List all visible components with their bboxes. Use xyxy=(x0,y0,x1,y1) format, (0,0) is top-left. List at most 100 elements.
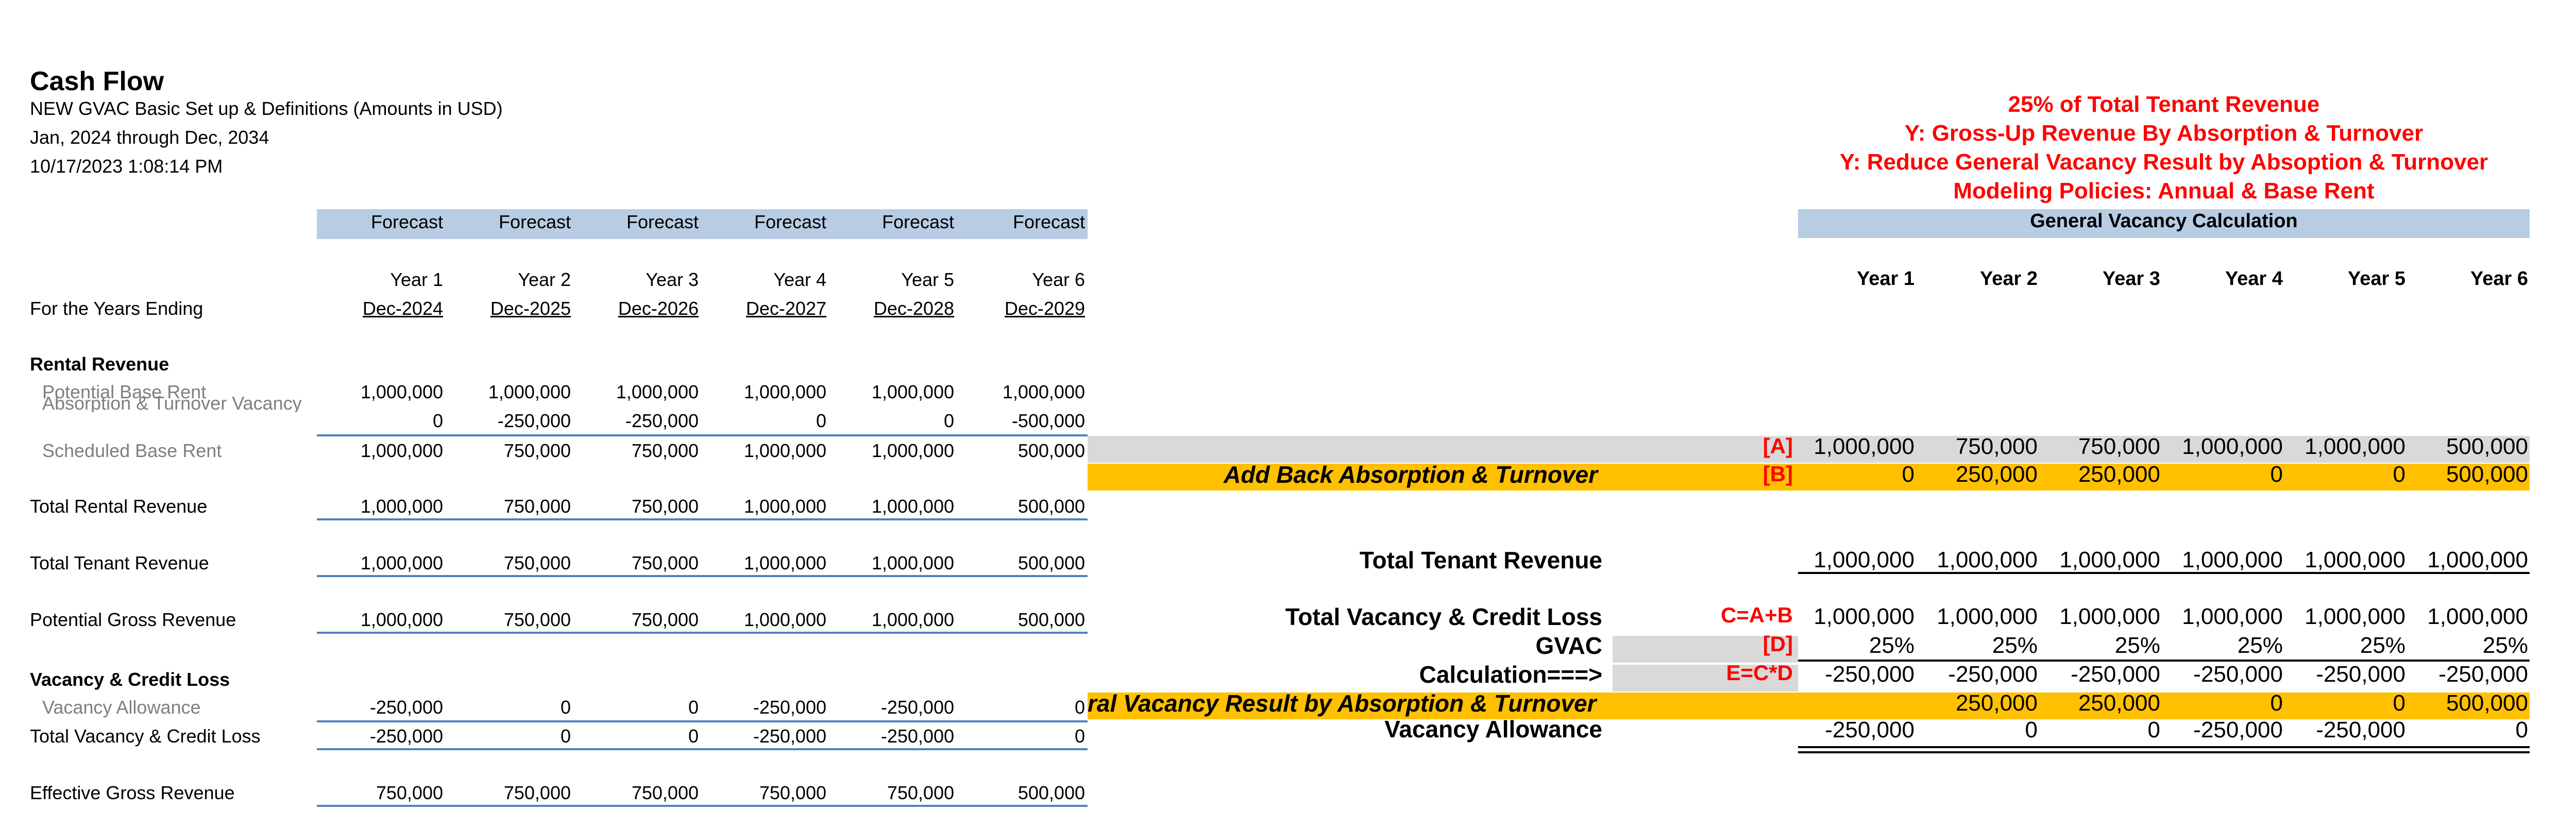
row-g-value: -250,000 xyxy=(1825,717,1914,742)
rental-revenue-heading: Rental Revenue xyxy=(30,353,170,375)
row-b-value: 250,000 xyxy=(1955,462,2038,487)
row-g-value: 0 xyxy=(2515,717,2528,742)
egr-value: 750,000 xyxy=(887,782,954,803)
gv-year-header: Year 6 xyxy=(2470,268,2528,290)
row-a-value: 500,000 xyxy=(2446,434,2528,459)
code-d: [D] xyxy=(1762,632,1793,656)
total-tenant-revenue-value: 750,000 xyxy=(631,552,699,573)
gv-year-header: Year 3 xyxy=(2103,268,2160,290)
gv-year-header: Year 5 xyxy=(2348,268,2405,290)
gv-year-header: Year 1 xyxy=(1857,268,1914,290)
gv-ttr-value: 1,000,000 xyxy=(1814,547,1914,572)
report-subtitle: NEW GVAC Basic Set up & Definitions (Amo… xyxy=(30,98,503,119)
divider-line xyxy=(317,632,1088,634)
gv-ttr-label: Total Tenant Revenue xyxy=(1359,547,1602,573)
row-g-value: 0 xyxy=(2025,717,2038,742)
gv-ttr-value: 1,000,000 xyxy=(2427,547,2528,572)
divider-line xyxy=(317,805,1088,807)
row-d-value: 25% xyxy=(2237,633,2283,658)
total-tenant-revenue-label: Total Tenant Revenue xyxy=(30,552,209,573)
absorption-turnover-value: 0 xyxy=(816,410,826,431)
total-rental-revenue-label: Total Rental Revenue xyxy=(30,496,208,517)
row-b-value: 500,000 xyxy=(2446,462,2528,487)
total-vacancy-label: Total Vacancy & Credit Loss xyxy=(30,725,261,747)
potential-gross-revenue-label: Potential Gross Revenue xyxy=(30,609,236,630)
row-c-value: 1,000,000 xyxy=(2304,604,2405,629)
vacancy-allowance-label: Vacancy Allowance xyxy=(42,697,201,718)
row-a-band xyxy=(1088,436,2530,463)
gv-tvcl-label: Total Vacancy & Credit Loss xyxy=(1285,603,1602,630)
total-vacancy-value: -250,000 xyxy=(880,725,954,747)
gv-year-header: Year 2 xyxy=(1980,268,2038,290)
double-underline-bottom xyxy=(1798,751,2530,753)
row-d-value: 25% xyxy=(1992,633,2038,658)
scheduled-base-rent-value: 750,000 xyxy=(631,440,699,461)
divider-line xyxy=(317,748,1088,750)
report-period: Jan, 2024 through Dec, 2034 xyxy=(30,127,269,148)
scheduled-base-rent-value: 750,000 xyxy=(503,440,571,461)
scheduled-base-rent-value: 500,000 xyxy=(1018,440,1085,461)
add-back-label: Add Back Absorption & Turnover xyxy=(1224,461,1598,488)
forecast-band xyxy=(317,209,1088,239)
vacancy-allowance-value: 0 xyxy=(1074,697,1085,718)
row-c-value: 1,000,000 xyxy=(2427,604,2528,629)
code-e: E=C*D xyxy=(1726,661,1793,685)
gv-ttr-value: 1,000,000 xyxy=(2304,547,2405,572)
forecast-header: Forecast xyxy=(1012,211,1085,232)
absorption-turnover-value: 0 xyxy=(432,410,443,431)
absorption-turnover-value: -500,000 xyxy=(1011,410,1085,431)
total-tenant-revenue-value: 1,000,000 xyxy=(871,552,954,573)
gv-year-header: Year 4 xyxy=(2225,268,2283,290)
potential-base-rent-value: 1,000,000 xyxy=(360,381,443,402)
row-d-value: 25% xyxy=(1869,633,1914,658)
row-c-value: 1,000,000 xyxy=(2182,604,2283,629)
row-f-value: 0 xyxy=(2393,690,2405,716)
row-e-value: -250,000 xyxy=(2071,662,2160,687)
total-vacancy-value: 0 xyxy=(688,725,699,747)
potential-gross-revenue-value: 750,000 xyxy=(503,609,571,630)
vacancy-allowance-value: -250,000 xyxy=(753,697,826,718)
gv-ttr-value: 1,000,000 xyxy=(2182,547,2283,572)
potential-gross-revenue-value: 500,000 xyxy=(1018,609,1085,630)
potential-gross-revenue-value: 1,000,000 xyxy=(743,609,826,630)
total-tenant-revenue-value: 1,000,000 xyxy=(360,552,443,573)
potential-base-rent-value: 1,000,000 xyxy=(743,381,826,402)
egr-value: 750,000 xyxy=(376,782,443,803)
row-c-value: 1,000,000 xyxy=(2059,604,2160,629)
row-a-value: 750,000 xyxy=(2078,434,2160,459)
row-e-value: -250,000 xyxy=(2438,662,2528,687)
vacancy-allowance-value: 0 xyxy=(688,697,699,718)
row-g-value: -250,000 xyxy=(2193,717,2283,742)
potential-gross-revenue-value: 1,000,000 xyxy=(360,609,443,630)
year-header: Year 3 xyxy=(646,269,699,290)
gv-title-band xyxy=(1798,209,2530,238)
row-b-band xyxy=(1088,464,2530,491)
total-rental-revenue-value: 750,000 xyxy=(631,496,699,517)
absorption-turnover-value: -250,000 xyxy=(625,410,699,431)
row-d-value: 25% xyxy=(2114,633,2160,658)
row-a-value: 750,000 xyxy=(1955,434,2038,459)
years-ending-label: For the Years Ending xyxy=(30,298,204,319)
gvac-underline xyxy=(1798,660,2530,662)
egr-value: 500,000 xyxy=(1018,782,1085,803)
divider-line xyxy=(317,518,1088,520)
ttr-underline xyxy=(1798,572,2530,574)
forecast-header: Forecast xyxy=(498,211,571,232)
code-a: [A] xyxy=(1762,434,1793,458)
scheduled-base-rent-label: Scheduled Base Rent xyxy=(42,440,222,461)
row-f-value: 250,000 xyxy=(1955,690,2038,716)
egr-value: 750,000 xyxy=(503,782,571,803)
total-tenant-revenue-value: 1,000,000 xyxy=(743,552,826,573)
total-rental-revenue-value: 1,000,000 xyxy=(871,496,954,517)
potential-base-rent-value: 1,000,000 xyxy=(871,381,954,402)
potential-base-rent-value: 1,000,000 xyxy=(616,381,699,402)
row-e-value: -250,000 xyxy=(2193,662,2283,687)
gv-note-2: Y: Gross-Up Revenue By Absorption & Turn… xyxy=(1904,121,2424,146)
row-c-value: 1,000,000 xyxy=(1814,604,1914,629)
row-b-value: 0 xyxy=(1902,462,1914,487)
code-c: C=A+B xyxy=(1720,603,1793,627)
potential-base-rent-value: 1,000,000 xyxy=(488,381,571,402)
absorption-turnover-value: -250,000 xyxy=(497,410,571,431)
year-header: Year 4 xyxy=(773,269,826,290)
date-header: Dec-2027 xyxy=(745,298,826,319)
